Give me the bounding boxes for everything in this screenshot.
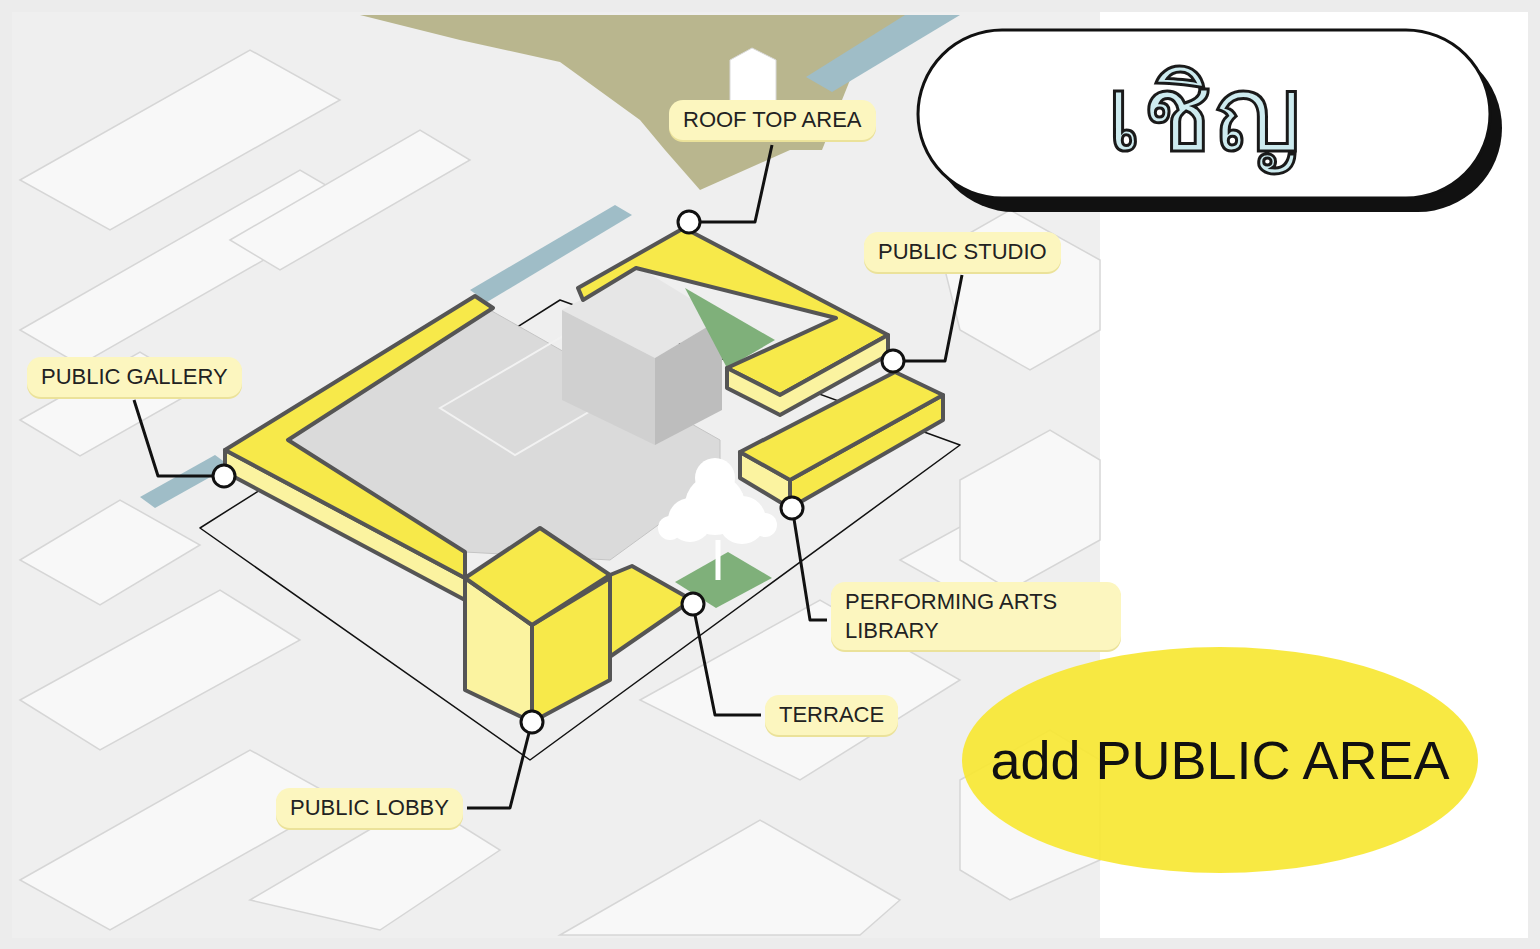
label-text: add PUBLIC AREA — [990, 729, 1449, 791]
callout-label: PUBLIC GALLERY — [27, 357, 242, 397]
highlight-ellipse: add PUBLIC AREA — [960, 645, 1480, 875]
callout-label: PUBLIC STUDIO — [864, 232, 1061, 272]
label-text: PUBLIC STUDIO — [878, 239, 1047, 264]
label-text: TERRACE — [779, 702, 884, 727]
label-text: PUBLIC LOBBY — [290, 795, 449, 820]
label-text: PERFORMING ARTS LIBRARY — [845, 589, 1057, 643]
callout-label: TERRACE — [765, 695, 898, 735]
label-text: ROOF TOP AREA — [683, 107, 862, 132]
callout-label: ROOF TOP AREA — [669, 100, 876, 140]
label-text: PUBLIC GALLERY — [41, 364, 228, 389]
title-pill: เชิญ — [918, 30, 1490, 198]
callout-label: PERFORMING ARTS LIBRARY — [831, 582, 1121, 650]
title-text: เชิญ — [1106, 52, 1302, 177]
callout-label: PUBLIC LOBBY — [276, 788, 463, 828]
